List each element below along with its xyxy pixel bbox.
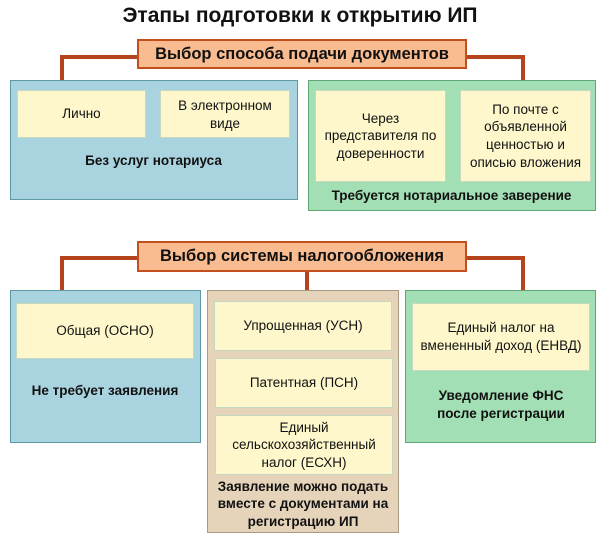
group-label: Уведомление ФНС после регистрации (437, 388, 565, 422)
group-label: Требуется нотариальное заверение (331, 188, 572, 203)
connector (60, 256, 64, 291)
connector (465, 256, 525, 260)
item-in-person: Лично (17, 90, 146, 138)
group-application-with-docs: Упрощенная (УСН) Патентная (ПСН) Единый … (207, 290, 399, 533)
item-envd: Единый налог на вмененный доход (ЕНВД) (412, 303, 590, 371)
group-notary-required: Через представителя по доверенности По п… (308, 80, 596, 211)
group-no-application: Общая (ОСНО) Не требует заявления (10, 290, 201, 443)
section-header-tax: Выбор системы налогообложения (137, 241, 467, 272)
group-fns-notice: Единый налог на вмененный доход (ЕНВД) У… (405, 290, 596, 443)
item-osno: Общая (ОСНО) (16, 303, 194, 359)
group-label: Без услуг нотариуса (85, 153, 222, 168)
connector (60, 256, 139, 260)
item-post: По почте с объявленной ценностью и опись… (460, 90, 591, 182)
item-electronic: В электронном виде (160, 90, 290, 138)
connector (521, 256, 525, 291)
section-header-submission: Выбор способа подачи документов (137, 39, 467, 69)
diagram-title: Этапы подготовки к открытию ИП (122, 4, 478, 27)
item-eshn: Единый сельскохозяйственный налог (ЕСХН) (215, 415, 393, 475)
item-psn: Патентная (ПСН) (215, 358, 393, 408)
connector (60, 55, 64, 81)
group-no-notary: Лично В электронном виде Без услуг нотар… (10, 80, 298, 200)
item-usn: Упрощенная (УСН) (214, 301, 392, 351)
item-representative: Через представителя по доверенности (315, 90, 446, 182)
group-label: Заявление можно подать вместе с документ… (217, 479, 389, 529)
connector (305, 270, 309, 291)
connector (465, 55, 525, 59)
group-label: Не требует заявления (31, 383, 179, 398)
connector (60, 55, 139, 59)
connector (521, 55, 525, 81)
